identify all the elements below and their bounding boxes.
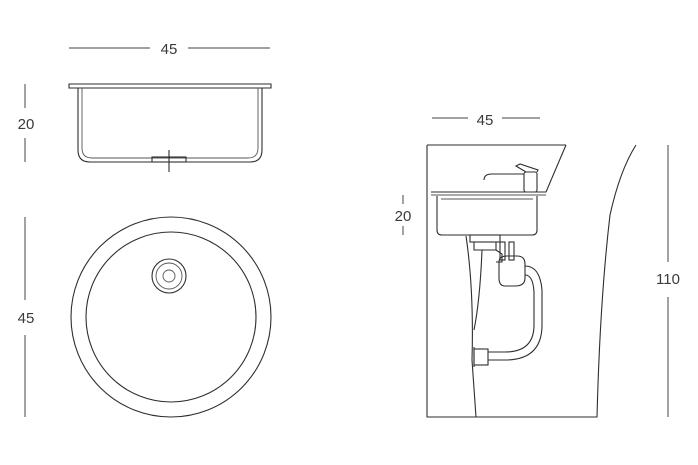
dim-plan-height: 45 xyxy=(18,217,35,417)
drain-body xyxy=(469,234,501,243)
waste-hose-inner xyxy=(488,274,535,353)
drain-outer-ring xyxy=(151,258,187,294)
drain-trap xyxy=(469,234,543,367)
pedestal-inner-column xyxy=(465,235,477,418)
trap-bottle xyxy=(498,255,526,287)
supply-hose xyxy=(473,249,483,331)
basin-inner-circle xyxy=(85,231,257,403)
dim-elevation-basin-height: 20 xyxy=(395,195,412,235)
dim-top-width: 45 xyxy=(69,41,270,58)
basin-plan-view xyxy=(70,216,272,418)
basin-bowl-inner xyxy=(81,88,259,159)
drain-center xyxy=(162,269,176,283)
pedestal-front-slope xyxy=(431,144,567,193)
pedestal-outline xyxy=(426,144,637,418)
pedestal-elevation xyxy=(426,144,637,418)
dim-label-elevation-width: 45 xyxy=(477,112,494,129)
basin-side-section xyxy=(68,83,272,172)
drain-middle-ring xyxy=(155,262,183,290)
dim-label-plan-height: 45 xyxy=(18,310,35,327)
dim-label-side-height: 20 xyxy=(18,116,35,133)
basin-outer-circle xyxy=(70,216,272,418)
dim-overall-height: 110 xyxy=(656,145,680,417)
dim-label-overall-height: 110 xyxy=(656,271,680,288)
wall-outlet xyxy=(473,348,489,366)
basin-elevation xyxy=(436,196,538,236)
dim-elevation-width: 45 xyxy=(432,112,540,129)
basin-bowl xyxy=(77,88,263,163)
waste-hose-outer xyxy=(488,265,543,361)
drain-tail xyxy=(473,241,497,251)
faucet-body xyxy=(523,171,538,193)
faucet-spout xyxy=(483,173,524,181)
valve-right xyxy=(508,241,515,261)
dim-label-elevation-basin-height: 20 xyxy=(395,208,412,225)
basin-rim xyxy=(68,83,272,89)
faucet xyxy=(483,163,539,193)
dim-label-top-width: 45 xyxy=(161,41,178,58)
faucet-lever xyxy=(514,163,539,173)
dim-side-height: 20 xyxy=(18,84,35,162)
valve-left xyxy=(499,241,506,261)
